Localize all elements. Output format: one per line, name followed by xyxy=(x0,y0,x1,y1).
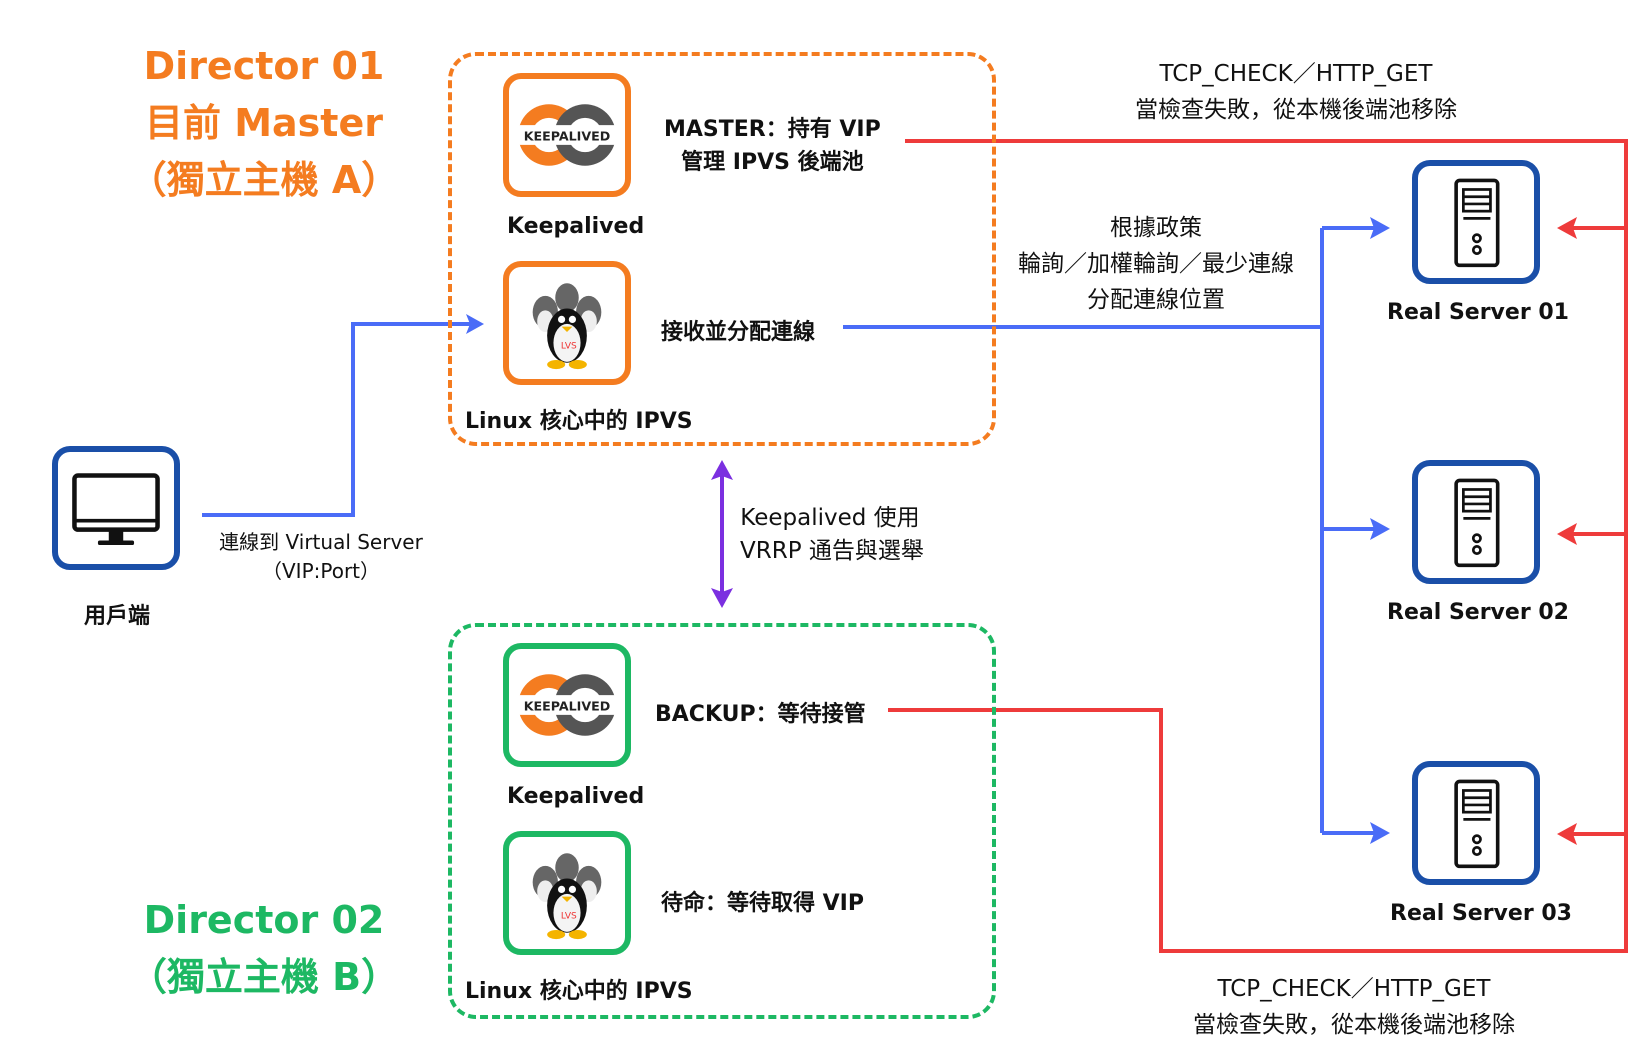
scheduling-line1: 根據政策 xyxy=(1110,215,1202,241)
scheduling-line3: 分配連線位置 xyxy=(1087,287,1225,313)
keepalived-logo-text: KEEPALIVED xyxy=(524,698,611,713)
director01-ipvs-label: Linux 核心中的 IPVS xyxy=(465,409,693,434)
director01-cluster xyxy=(448,52,996,446)
director01-title-line1: Director 01 xyxy=(143,44,385,88)
client-connect-line2: （VIP:Port） xyxy=(261,559,381,583)
health-check-top-line1: TCP_CHECK／HTTP_GET xyxy=(1159,61,1433,87)
director01-linux-penguins-icon: LVS xyxy=(503,261,631,385)
scheduling-line2: 輪詢／加權輪詢／最少連線 xyxy=(1018,251,1294,277)
real-server-02-label: Real Server 02 xyxy=(1387,600,1569,625)
director01-title-line2: 目前 Master xyxy=(145,101,383,145)
director01-role-line2: 管理 IPVS 後端池 xyxy=(681,150,864,175)
vrrp-line2: VRRP 通告與選舉 xyxy=(740,538,924,564)
real-server-03-icon xyxy=(1412,761,1540,885)
server-02-arrowhead xyxy=(1370,518,1390,540)
director01-title: Director 01 目前 Master （獨立主機 A） xyxy=(114,38,414,209)
health-check-top-label: TCP_CHECK／HTTP_GET 當檢查失敗，從本機後端池移除 xyxy=(1116,56,1476,128)
director01-keepalived-role: MASTER：持有 VIP 管理 IPVS 後端池 xyxy=(664,113,881,179)
real-server-03-label: Real Server 03 xyxy=(1390,901,1572,926)
director02-keepalived-role: BACKUP：等待接管 xyxy=(655,702,866,727)
director02-keepalived-label: Keepalived xyxy=(507,784,645,809)
director02-title-line1: Director 02 xyxy=(143,898,385,942)
director02-title-line2: （獨立主機 B） xyxy=(128,955,400,999)
director02-linux-penguins-icon: LVS xyxy=(503,831,631,955)
client-connect-line1: 連線到 Virtual Server xyxy=(219,530,423,554)
client-arrowhead xyxy=(466,314,484,334)
real-server-02-icon xyxy=(1412,460,1540,584)
health-check-master-line xyxy=(888,139,1628,953)
client-monitor-icon xyxy=(52,446,180,570)
director01-keepalived-label: Keepalived xyxy=(507,214,645,239)
penguin-badge: LVS xyxy=(561,911,577,921)
health-02-arrowhead xyxy=(1557,523,1577,545)
health-check-bottom-label: TCP_CHECK／HTTP_GET 當檢查失敗，從本機後端池移除 xyxy=(1174,971,1534,1043)
server-03-arrowhead xyxy=(1370,822,1390,844)
director01-ipvs-role: 接收並分配連線 xyxy=(661,320,816,345)
director02-ipvs-label: Linux 核心中的 IPVS xyxy=(465,979,693,1004)
health-check-bottom-line1: TCP_CHECK／HTTP_GET xyxy=(1217,976,1491,1002)
scheduling-label: 根據政策 輪詢／加權輪詢／最少連線 分配連線位置 xyxy=(1003,210,1309,318)
director01-role-line1: MASTER：持有 VIP xyxy=(664,117,881,142)
real-server-01-label: Real Server 01 xyxy=(1387,300,1569,325)
director02-cluster xyxy=(448,623,996,1019)
health-check-top-line2: 當檢查失敗，從本機後端池移除 xyxy=(1135,97,1457,123)
vrrp-arrow-up xyxy=(711,460,733,480)
real-server-01-icon xyxy=(1412,160,1540,284)
client-to-vip-line xyxy=(202,322,478,517)
director02-title: Director 02 （獨立主機 B） xyxy=(114,892,414,1006)
director01-title-line3: （獨立主機 A） xyxy=(128,158,400,202)
director01-keepalived-logo-icon: KEEPALIVED xyxy=(503,73,631,197)
director02-ipvs-role: 待命：等待取得 VIP xyxy=(661,891,864,916)
client-connect-label: 連線到 Virtual Server （VIP:Port） xyxy=(214,528,428,586)
health-03-arrowhead xyxy=(1557,823,1577,845)
vrrp-label: Keepalived 使用 VRRP 通告與選舉 xyxy=(740,502,924,568)
director02-keepalived-logo-icon: KEEPALIVED xyxy=(503,643,631,767)
vrrp-arrow-down xyxy=(711,588,733,608)
keepalived-logo-text: KEEPALIVED xyxy=(524,128,611,143)
client-label: 用戶端 xyxy=(84,604,151,629)
penguin-badge: LVS xyxy=(561,341,577,351)
health-check-bottom-line2: 當檢查失敗，從本機後端池移除 xyxy=(1193,1012,1515,1038)
health-01-arrowhead xyxy=(1557,217,1577,239)
server-01-arrowhead xyxy=(1370,217,1390,239)
vrrp-line1: Keepalived 使用 xyxy=(740,505,920,531)
